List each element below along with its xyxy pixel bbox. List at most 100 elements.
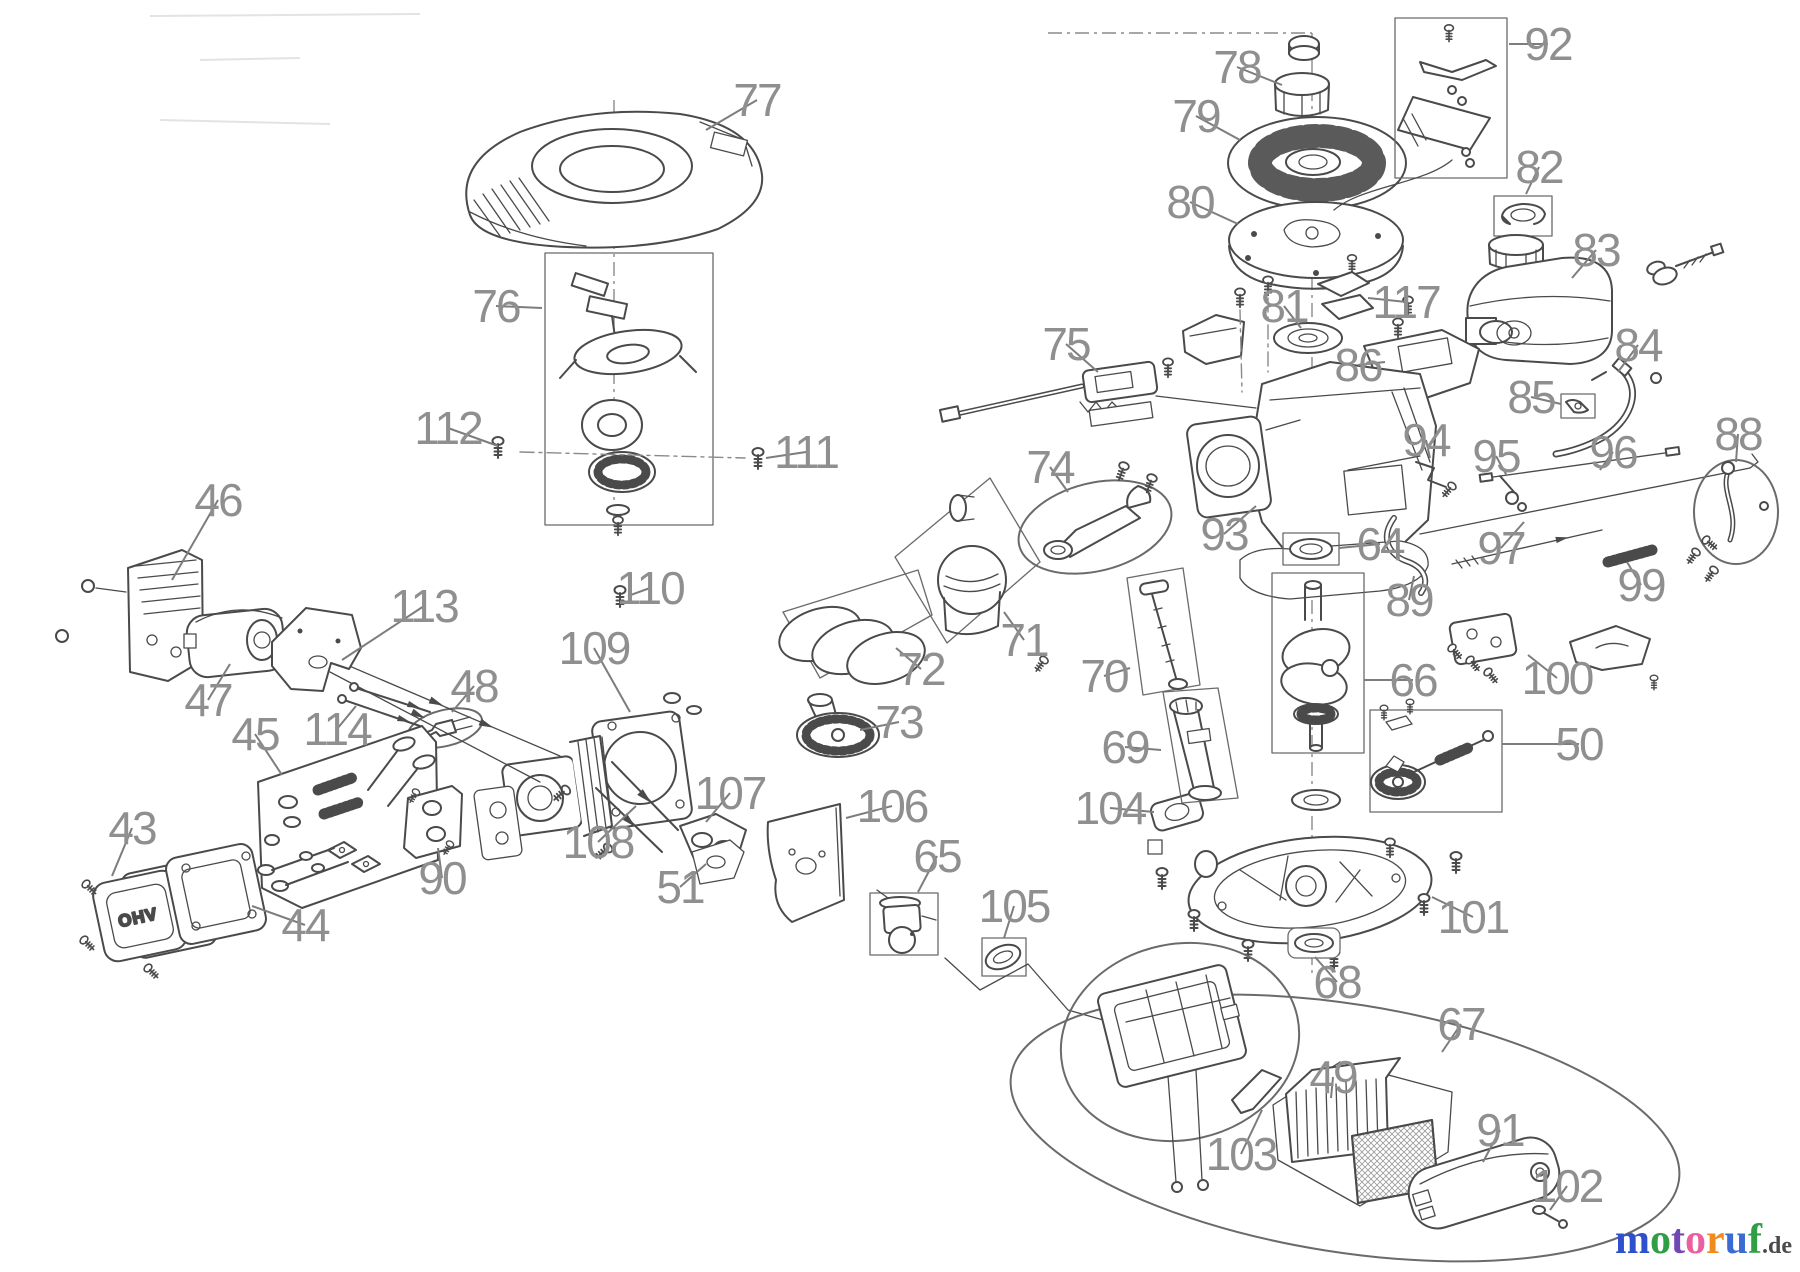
leader-line-100 [1527, 654, 1558, 679]
leader-line-74 [1049, 466, 1069, 493]
part-label-110: 110 [616, 562, 684, 614]
leader-line-48 [451, 685, 475, 713]
part-45-valve-kit-drawing [257, 725, 439, 909]
leader-line-101 [1431, 896, 1474, 918]
part-109-head-gasket-drawing [591, 692, 702, 830]
leader-line-94 [1425, 439, 1431, 459]
part-label-83: 83 [1572, 224, 1620, 276]
part-label-101: 101 [1438, 891, 1509, 943]
motoruf-domain-suffix: .de [1762, 1233, 1792, 1259]
part-label-79: 79 [1172, 90, 1220, 142]
motoruf-letter: o [1684, 1217, 1706, 1263]
leader-line-73 [859, 721, 900, 731]
part-112-screw-drawing [491, 436, 505, 459]
part-label-43: 43 [108, 802, 156, 854]
part-100-bracket-drawing [1445, 612, 1659, 691]
leader-line-107 [705, 792, 731, 823]
part-label-64: 64 [1356, 518, 1405, 570]
leader-line-68 [1314, 956, 1338, 983]
part-label-114: 114 [303, 703, 372, 755]
motoruf-watermark: motoruf.de [1615, 1216, 1792, 1264]
leader-line-71 [1003, 611, 1025, 641]
leader-line-113 [341, 605, 425, 661]
part-label-67: 67 [1437, 998, 1485, 1050]
tank-mounting-bolt-drawing [1646, 242, 1725, 286]
leader-line-46 [171, 499, 219, 581]
part-75-throttle-control-drawing [938, 357, 1257, 427]
leader-line-102 [1549, 1185, 1568, 1211]
part-label-51: 51 [656, 861, 704, 913]
part-85-clip-drawing [1560, 393, 1596, 419]
part-108-head-bolts-drawing [550, 761, 679, 863]
leader-line-117 [1367, 297, 1407, 303]
part-label-109: 109 [559, 622, 630, 674]
part-107-manifold-drawing [679, 813, 747, 885]
leader-line-93 [1223, 505, 1257, 535]
part-label-97: 97 [1477, 522, 1525, 574]
motoruf-letter: u [1724, 1217, 1748, 1263]
motoruf-letter: o [1649, 1217, 1671, 1263]
part-83-fuel-tank-drawing [1465, 234, 1613, 365]
leader-line-43 [111, 827, 133, 877]
leader-line-96 [1599, 451, 1614, 471]
part-label-89: 89 [1385, 574, 1433, 626]
leader-line-44 [251, 905, 306, 926]
part-label-112: 112 [414, 402, 482, 454]
part-label-103: 103 [1206, 1128, 1277, 1180]
leader-line-105 [1003, 905, 1015, 939]
part-65-carburetor-drawing [869, 889, 939, 956]
part-114-bolts-drawing [337, 682, 431, 727]
part-label-86: 86 [1334, 339, 1382, 391]
part-95-bolt-drawing [1499, 475, 1527, 512]
motoruf-letter: r [1705, 1217, 1725, 1263]
part-label-75: 75 [1042, 318, 1090, 370]
leader-line-91 [1482, 1129, 1501, 1163]
leader-line-80 [1189, 201, 1239, 225]
part-103-elbow-drawing [1231, 1069, 1282, 1114]
part-label-82: 82 [1515, 141, 1563, 193]
part-69-filler-tube-drawing [1162, 687, 1239, 804]
leader-line-81 [1283, 305, 1302, 329]
part-label-72: 72 [897, 643, 945, 695]
part-label-100: 100 [1522, 652, 1593, 704]
part-97-cable-drawing [1419, 453, 1759, 569]
part-88-lever-drawing [1693, 459, 1779, 565]
part-label-76: 76 [472, 280, 520, 332]
part-label-92: 92 [1524, 18, 1572, 70]
leader-line-85 [1530, 396, 1562, 405]
part-77-top-cover-drawing [465, 110, 764, 249]
part-label-111: 111 [774, 426, 838, 478]
part-label-71: 71 [1000, 614, 1048, 666]
leader-line-72 [895, 647, 922, 670]
part-label-77: 77 [733, 74, 781, 126]
crank-washer-drawing [1291, 789, 1341, 811]
part-73-camshaft-drawing [796, 693, 880, 758]
leader-line-108 [597, 805, 637, 843]
part-80-flywheel-drawing [1228, 201, 1404, 290]
part-label-108: 108 [563, 816, 634, 868]
part-47-muffler-drawing [183, 607, 287, 679]
part-117-plates-drawing [1317, 254, 1428, 361]
part-label-104: 104 [1075, 782, 1147, 834]
part-label-91: 91 [1476, 1104, 1524, 1156]
part-label-80: 80 [1166, 176, 1214, 228]
leader-line-111 [765, 451, 807, 459]
part-70-dipstick-drawing [1126, 567, 1201, 696]
leader-line-104 [1109, 807, 1155, 813]
leader-line-112 [447, 427, 499, 447]
part-89-breather-tube-drawing [1384, 515, 1428, 596]
part-label-96: 96 [1589, 426, 1637, 478]
part-90-rocker-plate-drawing [403, 785, 463, 859]
part-104-spacer-drawing [1147, 792, 1204, 855]
leader-line-67 [1441, 1023, 1462, 1053]
part-label-105: 105 [979, 880, 1050, 932]
part-103-backplate-drawing [1097, 964, 1247, 1193]
part-label-90: 90 [418, 852, 466, 904]
part-106-shield-drawing [766, 803, 845, 923]
leader-line-83 [1571, 249, 1597, 279]
part-label-73: 73 [875, 696, 923, 748]
part-111-screw-drawing [751, 447, 765, 470]
part-46-guard-drawing [55, 549, 204, 682]
